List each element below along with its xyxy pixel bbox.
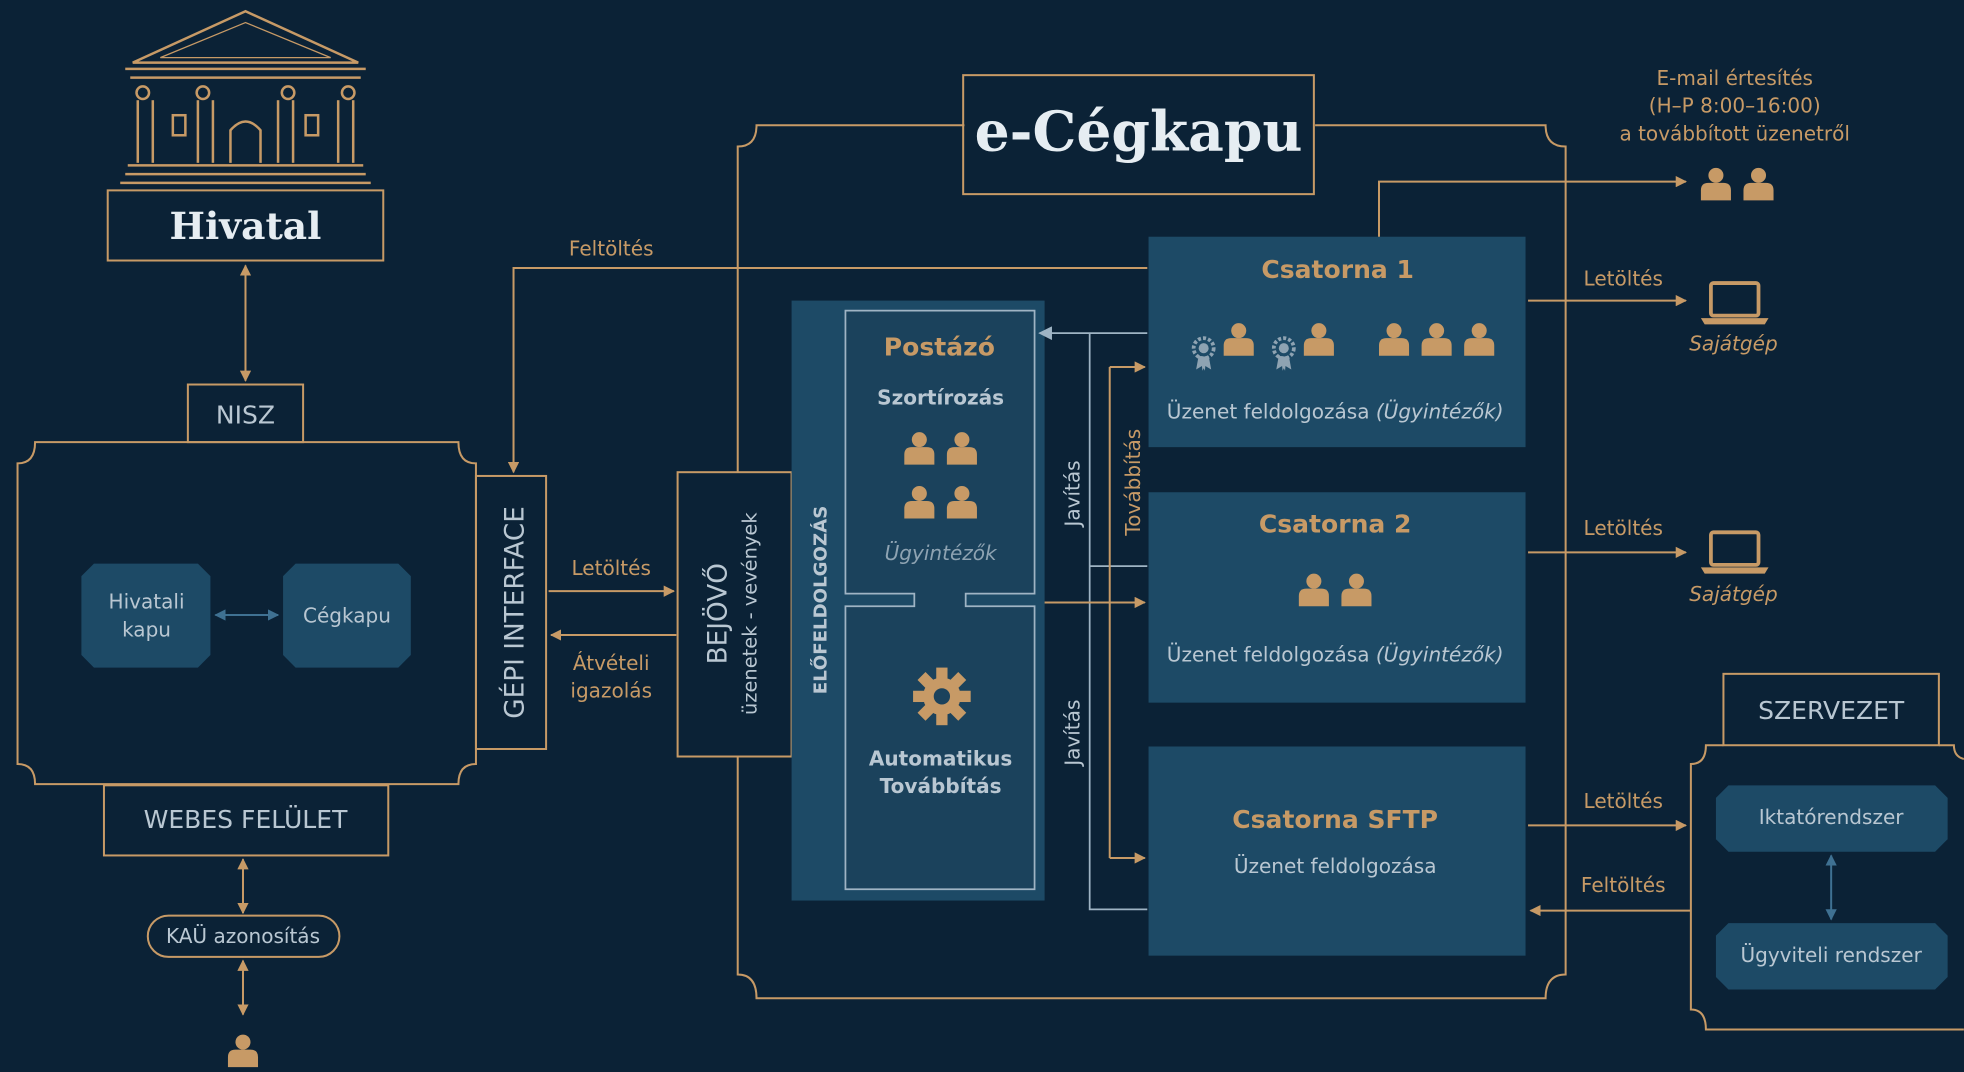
bejovo-title: BEJÖVŐ: [701, 563, 733, 664]
letoltes-1-label: Letöltés: [1584, 267, 1663, 291]
letoltes-2-label: Letöltés: [1584, 516, 1663, 540]
channel-2-title: Csatorna 2: [1259, 509, 1412, 538]
channel-sftp-text: Üzenet feldolgozása: [1234, 854, 1437, 878]
postazo-title: Postázó: [884, 333, 995, 362]
channel-1-title: Csatorna 1: [1261, 255, 1414, 284]
letoltes-mid-label: Letöltés: [572, 556, 651, 580]
cegkapu-box: [283, 563, 411, 668]
ecegkapu-title: e-Cégkapu: [975, 98, 1303, 163]
atveteli-line1: Átvételi: [573, 651, 650, 675]
szortirozas-label: Szortírozás: [877, 386, 1004, 410]
feltoltes-top-label: Feltöltés: [569, 237, 654, 261]
javitas-label-2: Javítás: [1061, 700, 1085, 768]
feltoltes-arrow: [507, 267, 1148, 474]
tovabbitas-label: Továbbítás: [1121, 429, 1145, 537]
tovabbitas-lines: [1044, 361, 1146, 864]
postazo-inner-frame: [844, 309, 1036, 891]
ugyintezok-label: Ügyintézők: [885, 541, 998, 565]
hivatal-title: Hivatal: [170, 204, 322, 248]
email-notice-line2: (H–P 8:00–16:00): [1649, 94, 1821, 118]
gear-icon: [913, 667, 971, 726]
webes-felulet-box: [102, 784, 390, 857]
email-arrow: [1378, 175, 1687, 237]
email-notice-line1: E-mail értesítés: [1656, 66, 1813, 90]
javitas-lines: [1038, 326, 1148, 911]
channel-2-text: Üzenet feldolgozása (Ügyintézők): [1167, 642, 1504, 666]
ecegkapu-frame: [736, 124, 1567, 1000]
feltoltes-3-label: Feltöltés: [1581, 873, 1666, 897]
szervezet-title-box: [1722, 672, 1940, 747]
cegkapu-label: Cégkapu: [303, 603, 391, 627]
bejovo-subtitle: üzenetek - vevények: [739, 512, 762, 715]
elofeldolgozas-label: ELŐFELDOLGOZÁS: [810, 506, 832, 695]
szervezet-frame: [1689, 744, 1964, 1031]
channel-sftp-box: [1148, 746, 1526, 956]
ecegkapu-title-box: [962, 74, 1315, 196]
bejovo-box: [676, 471, 793, 758]
person-icon: [227, 1034, 259, 1068]
laptop-icon: [1699, 281, 1771, 327]
channel-sftp-title: Csatorna SFTP: [1232, 805, 1438, 834]
hivatali-kapu-line2: kapu: [122, 617, 171, 641]
nisz-label: NISZ: [216, 400, 275, 429]
atveteli-line2: igazolás: [570, 679, 652, 703]
channel-1-text: Üzenet feldolgozása (Ügyintézők): [1167, 399, 1504, 423]
auto-title-line1: Automatikus: [869, 746, 1012, 770]
szervezet-title: SZERVEZET: [1758, 696, 1905, 725]
notified-people-icon: [1700, 167, 1774, 201]
laptop-icon: [1699, 530, 1771, 576]
letoltes-3-label: Letöltés: [1584, 789, 1663, 813]
webes-felulet-label: WEBES FELÜLET: [144, 805, 349, 834]
hivatali-kapu-line1: Hivatali: [109, 590, 185, 614]
hivatali-kapu-box: [81, 563, 211, 668]
gepi-interface-label: GÉPI INTERFACE: [499, 506, 531, 719]
channel-1-box: [1148, 236, 1526, 448]
iktatorendszer-box: [1715, 785, 1948, 852]
javitas-label-1: Javítás: [1061, 460, 1085, 528]
ugyviteli-label: Ügyviteli rendszer: [1740, 943, 1922, 967]
kau-pill: [146, 914, 341, 958]
email-notice-line3: a továbbított üzenetről: [1619, 121, 1850, 145]
sajatgep-1-label: Sajátgép: [1689, 332, 1777, 356]
government-building-icon: [120, 9, 371, 185]
left-panel: [16, 441, 477, 786]
kau-label: KAÜ azonosítás: [166, 924, 320, 948]
gepi-interface-box: [474, 474, 548, 750]
channel-2-box: [1148, 492, 1526, 703]
hivatal-box: [106, 189, 385, 262]
auto-title-line2: Továbbítás: [880, 774, 1002, 798]
iktatorendszer-label: Iktatórendszer: [1759, 805, 1905, 829]
ugyviteli-box: [1715, 923, 1948, 990]
sajatgep-2-label: Sajátgép: [1689, 582, 1777, 606]
